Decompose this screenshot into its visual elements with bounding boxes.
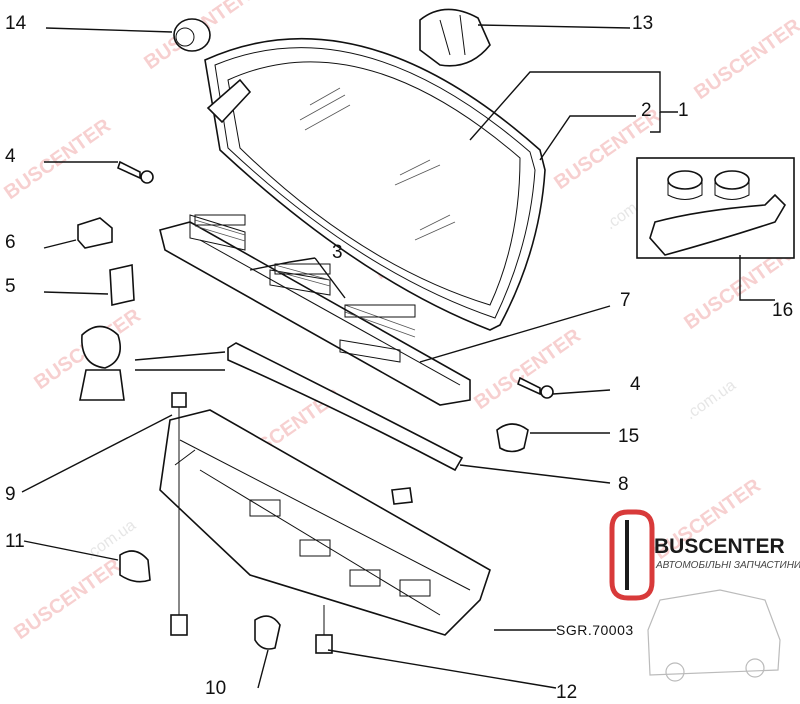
cowl-panel: [159, 214, 471, 406]
callout-13: 13: [632, 13, 653, 34]
seal-strip: [227, 342, 464, 472]
seal-profile: [81, 325, 121, 369]
clamp-part: [254, 615, 281, 650]
screw-part: [517, 376, 541, 396]
watermark-text: BUSCENTER: [470, 324, 585, 414]
callout-9: 9: [5, 484, 16, 505]
callout-14: 14: [5, 13, 27, 34]
clamp-part: [119, 550, 151, 583]
callout-10: 10: [205, 678, 226, 699]
watermark-text: BUSCENTER: [10, 554, 125, 644]
callout-7: 7: [620, 290, 631, 311]
bush-part: [173, 18, 211, 52]
cap-part: [419, 8, 491, 67]
leader-lines: [21, 24, 775, 689]
callout-4-top: 4: [5, 146, 16, 167]
logo-tagline: АВТОМОБІЛЬНІ ЗАПЧАСТИНИ: [655, 560, 800, 571]
callout-15: 15: [618, 426, 639, 447]
screw-part: [117, 160, 141, 180]
watermark-text: .com.ua: [683, 377, 739, 424]
callout-11: 11: [5, 531, 25, 552]
callout-16: 16: [772, 300, 793, 321]
watermark-text: BUSCENTER: [690, 14, 800, 104]
bolt-part: [171, 392, 187, 408]
callout-labels: 14 13 1 2 4 6 5 3 7 4 15 8 9 11 10 12 16…: [5, 13, 793, 703]
small-parts: [77, 160, 554, 654]
drawing-reference: SGR.70003: [556, 622, 634, 638]
clip-part: [109, 264, 135, 306]
sealant-kit: [636, 157, 795, 259]
seal-profile: [79, 369, 125, 401]
watermark-text: BUSCENTER: [0, 114, 115, 204]
clip-part: [77, 217, 113, 249]
callout-8: 8: [618, 474, 629, 495]
logo-mark: [609, 509, 655, 601]
buscenter-logo: BUSCENTER АВТОМОБІЛЬНІ ЗАПЧАСТИНИ: [609, 509, 800, 682]
logo-name: BUSCENTER: [654, 535, 785, 558]
grommet-part: [496, 423, 529, 453]
windscreen-glass: [204, 37, 546, 331]
callout-4-right: 4: [630, 374, 641, 395]
van-illustration: [647, 589, 781, 676]
callout-5: 5: [5, 276, 16, 297]
callout-1: 1: [678, 100, 689, 121]
callout-2: 2: [641, 100, 652, 121]
callout-12: 12: [556, 682, 577, 703]
callout-3: 3: [332, 242, 343, 263]
support-frame: [159, 409, 491, 636]
callout-6: 6: [5, 232, 16, 253]
